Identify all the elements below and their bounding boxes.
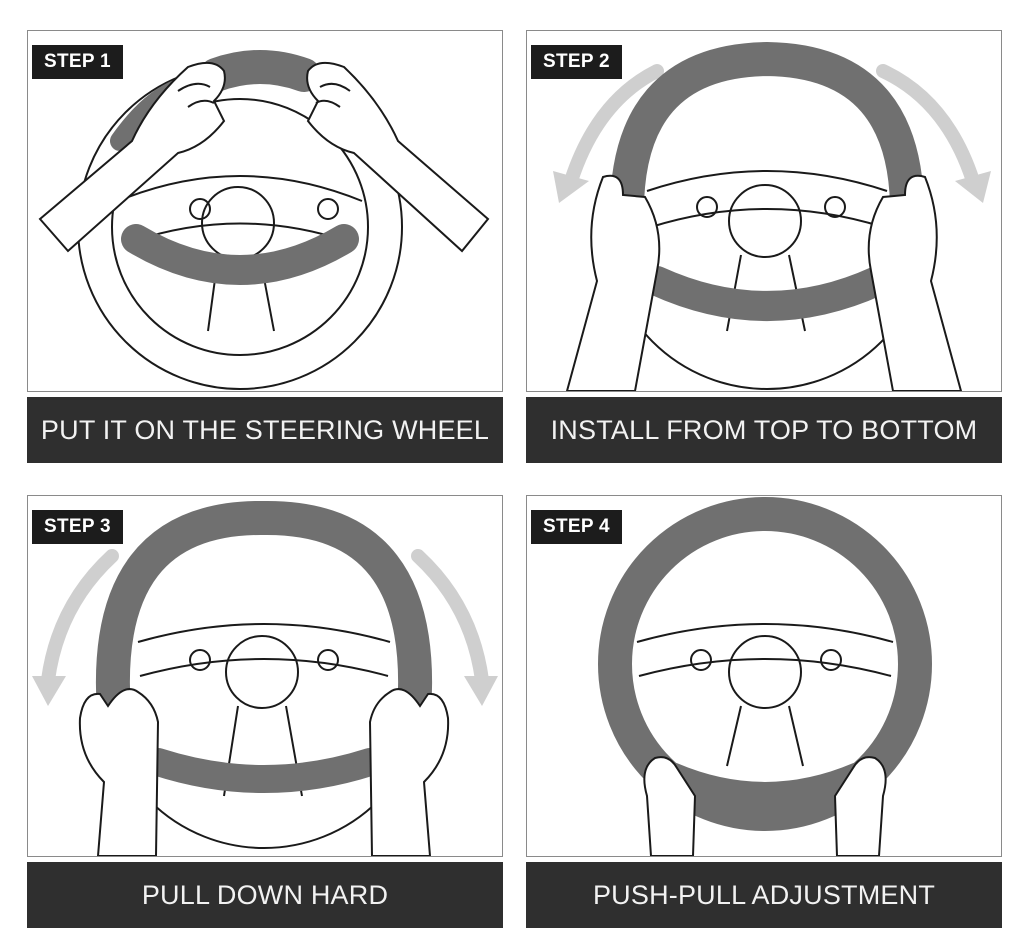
step-4-caption: PUSH-PULL ADJUSTMENT [526,862,1002,928]
step-4-illustration: STEP 4 [526,495,1002,857]
step-4-wheel-drawing [598,497,932,856]
step-2-caption: INSTALL FROM TOP TO BOTTOM [526,397,1002,463]
step-1-caption: PUT IT ON THE STEERING WHEEL [27,397,503,463]
step-4-badge: STEP 4 [531,510,622,544]
step-2-illustration: STEP 2 [526,30,1002,392]
step-1-wheel-drawing [38,50,490,390]
step-3-badge: STEP 3 [32,510,123,544]
step-3-wheel-drawing [32,500,498,856]
step-3-illustration: STEP 3 [27,495,503,857]
step-1-badge: STEP 1 [32,45,123,79]
step-3-caption: PULL DOWN HARD [27,862,503,928]
step-1-illustration: STEP 1 [27,30,503,392]
step-2-wheel-drawing [553,41,991,391]
step-2-badge: STEP 2 [531,45,622,79]
